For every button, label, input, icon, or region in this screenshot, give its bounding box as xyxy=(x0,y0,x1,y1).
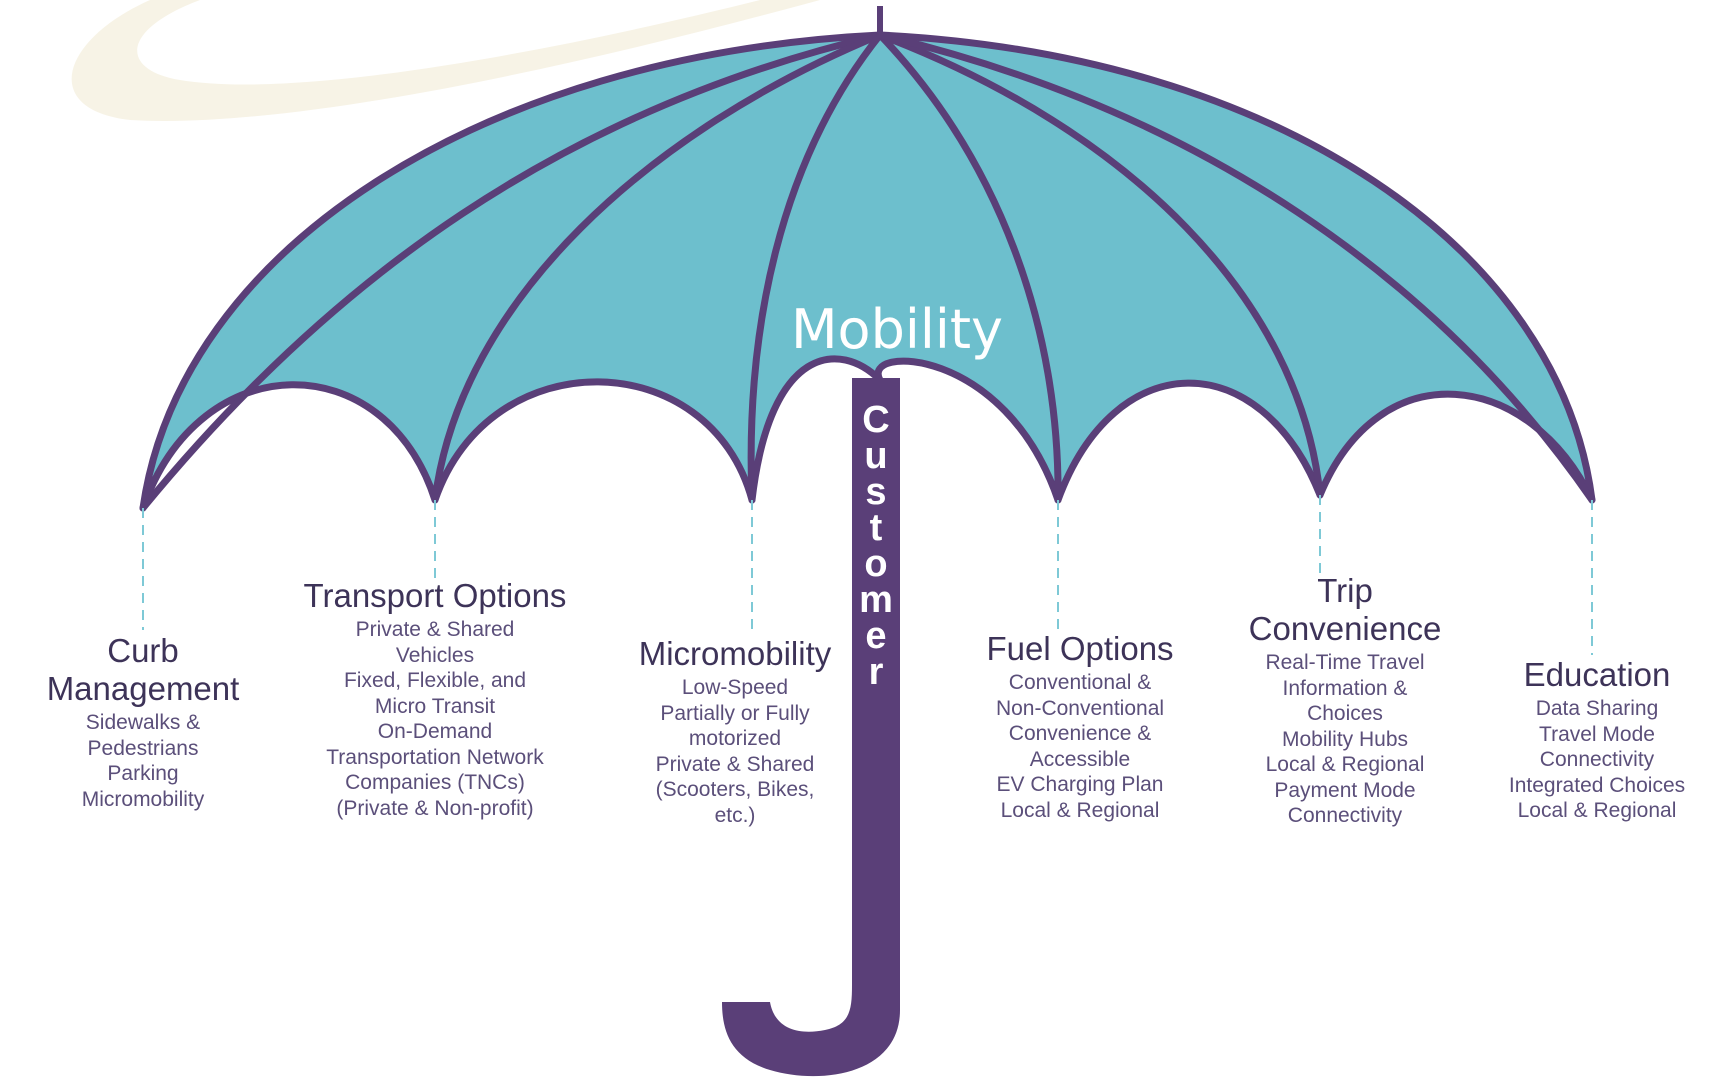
category-item: Travel Mode xyxy=(1539,722,1655,746)
handle-letter: e xyxy=(865,615,886,657)
category-item: Real-Time Travel xyxy=(1265,651,1425,674)
handle-letter: C xyxy=(862,399,889,441)
category-item: (Private & Non-profit) xyxy=(336,796,534,820)
category-item: Convenience & xyxy=(1008,722,1152,745)
category-item: Fixed, Flexible, and xyxy=(343,669,527,692)
rib-2 xyxy=(431,31,884,504)
category-item: EV Charging Plan xyxy=(996,773,1164,796)
handle-letter: t xyxy=(870,507,883,549)
category-item: Conventional & xyxy=(1008,671,1152,694)
category-heading-line: Trip xyxy=(1317,572,1373,609)
category-heading-line: Curb xyxy=(107,632,179,669)
category-heading-line: Management xyxy=(46,670,240,707)
category-heading: Micromobility xyxy=(595,635,875,673)
category-heading-line: Fuel Options xyxy=(986,630,1174,667)
category-heading-line: Micromobility xyxy=(638,635,832,672)
category-heading-line: Transport Options xyxy=(303,577,567,614)
handle-letter: o xyxy=(864,543,887,585)
category-item: Local & Regional xyxy=(1517,799,1677,822)
category-item: Private & Shared xyxy=(655,752,815,776)
category-heading: Education xyxy=(1467,656,1718,694)
category-item: Connectivity xyxy=(1539,748,1655,771)
category-item: On-Demand xyxy=(377,720,493,743)
category-item: Local & Regional xyxy=(1000,798,1160,822)
category-item: Data Sharing xyxy=(1535,697,1659,720)
category-item: Parking xyxy=(107,762,179,785)
category-item: Information & xyxy=(1282,676,1408,700)
category-item: Non-Conventional xyxy=(995,696,1165,720)
category-item: (Scooters, Bikes, xyxy=(655,778,815,801)
rib-1 xyxy=(139,31,884,512)
category-item: Integrated Choices xyxy=(1508,773,1686,797)
watermark-swoosh xyxy=(71,0,820,121)
rib-4 xyxy=(876,31,1062,504)
handle-letter: u xyxy=(864,435,887,477)
category-item: Connectivity xyxy=(1287,804,1403,827)
category-item: Sidewalks & xyxy=(85,711,201,734)
category-item: Pedestrians xyxy=(87,736,199,760)
handle-letter: m xyxy=(859,579,893,621)
rib-5 xyxy=(876,31,1324,499)
category-item: Companies (TNCs) xyxy=(345,771,525,794)
category-item: Partially or Fully xyxy=(660,701,810,725)
category-heading-line: Convenience xyxy=(1248,610,1442,647)
category-item: Accessible xyxy=(1029,747,1131,771)
rib-3 xyxy=(747,31,884,504)
category-item: Payment Mode xyxy=(1274,778,1416,802)
handle-letter: s xyxy=(865,471,886,513)
rib-6 xyxy=(876,31,1596,504)
category-item: Vehicles xyxy=(395,643,475,667)
handle-letter: r xyxy=(869,651,884,693)
umbrella-handle xyxy=(722,378,900,1077)
category-item: Micromobility xyxy=(81,787,205,811)
diagram-title: Mobility xyxy=(791,298,1003,361)
category-item: Choices xyxy=(1307,702,1383,725)
category-item: Mobility Hubs xyxy=(1281,727,1409,751)
category-item: Micro Transit xyxy=(374,694,496,718)
category-item: Private & Shared xyxy=(355,618,515,641)
category-item: Low-Speed xyxy=(681,676,789,699)
category-item: Transportation Network xyxy=(326,745,544,769)
category-item: etc.) xyxy=(714,803,756,827)
umbrella-ribs xyxy=(139,31,1596,512)
category-item: motorized xyxy=(688,727,782,750)
category-heading-line: Education xyxy=(1523,656,1671,693)
category-heading: Transport Options xyxy=(275,577,595,615)
connector-lines xyxy=(142,495,1593,655)
category-heading: Fuel Options xyxy=(940,630,1220,668)
category-item: Local & Regional xyxy=(1265,753,1425,776)
